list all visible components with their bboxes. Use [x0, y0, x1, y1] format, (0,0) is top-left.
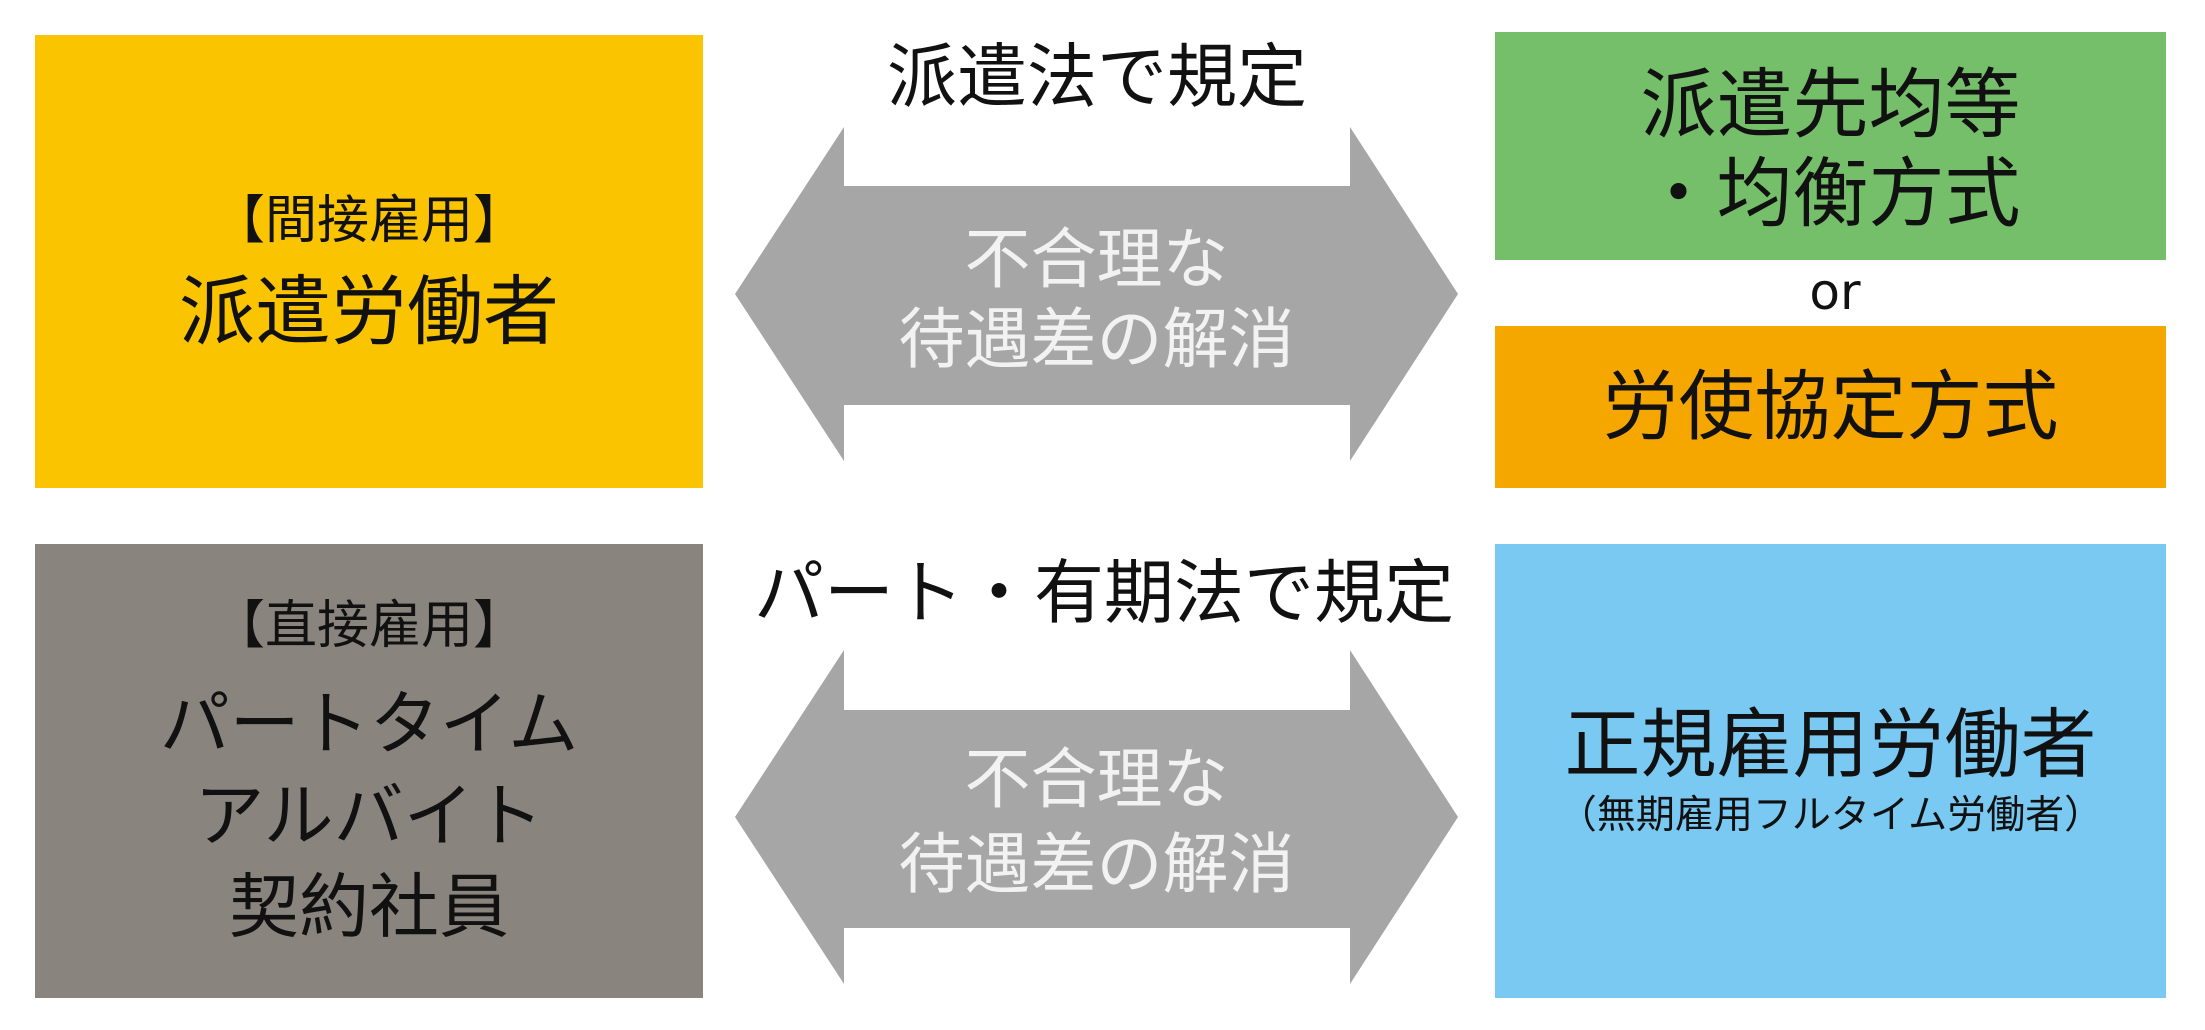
- direct-employment-heading: 【直接雇用】: [212, 596, 525, 656]
- indirect-employment-heading: 【間接雇用】: [212, 191, 525, 251]
- arbeit-label: アルバイト: [194, 775, 544, 857]
- equal-treatment-method-box: 派遣先均等 ・均衡方式: [1495, 32, 2166, 260]
- part-time-fixed-term-law-label: パート・有期法で規定: [754, 552, 1454, 634]
- labor-agreement-method-box: 労使協定方式: [1495, 326, 2166, 488]
- direct-employment-box: 【直接雇用】 パートタイム アルバイト 契約社員: [35, 544, 703, 998]
- indirect-employment-box: 【間接雇用】 派遣労働者: [35, 35, 703, 488]
- labor-agreement-label: 労使協定方式: [1602, 362, 2059, 451]
- double-arrow-top: [735, 127, 1458, 461]
- double-arrow-shape: [735, 127, 1458, 461]
- dispatch-law-label: 派遣法で規定: [887, 36, 1307, 118]
- part-time-label: パートタイム: [159, 683, 579, 765]
- arrow-text-line-1: 不合理な: [964, 741, 1229, 818]
- contract-employee-label: 契約社員: [229, 866, 509, 948]
- regular-worker-box: 正規雇用労働者 （無期雇用フルタイム労働者）: [1495, 544, 2166, 998]
- double-arrow-shape: [735, 650, 1458, 984]
- arrow-text-line-1: 不合理な: [964, 221, 1229, 298]
- arrow-text-line-2: 待遇差の解消: [898, 301, 1295, 378]
- equal-treatment-line-1: 派遣先均等: [1640, 60, 2021, 149]
- equal-treatment-line-2: ・均衡方式: [1640, 149, 2021, 238]
- or-connector: or: [1809, 263, 1861, 321]
- regular-worker-subtitle: （無期雇用フルタイム労働者）: [1557, 793, 2104, 838]
- double-arrow-bottom: [735, 650, 1458, 984]
- regular-worker-label: 正規雇用労働者: [1564, 700, 2097, 789]
- dispatched-worker-label: 派遣労働者: [179, 267, 559, 356]
- arrow-text-line-2: 待遇差の解消: [898, 826, 1295, 903]
